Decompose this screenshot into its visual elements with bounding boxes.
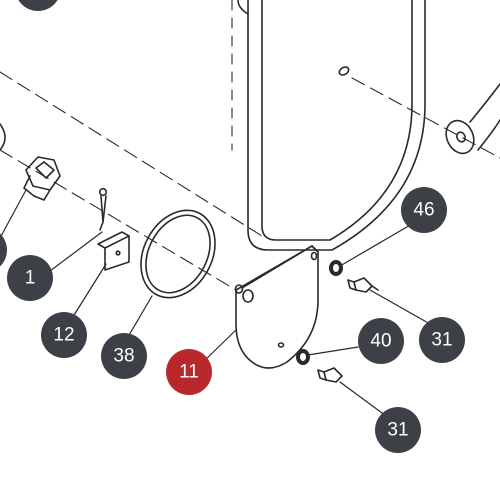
svg-text:31: 31 <box>387 420 408 441</box>
callout-40: 40 <box>358 318 404 364</box>
svg-text:40: 40 <box>370 331 391 352</box>
callout-top <box>18 0 58 11</box>
callout-12: 12 <box>41 312 87 358</box>
callout-31-upper: 31 <box>419 317 465 363</box>
castle-nut <box>23 156 61 201</box>
callout-31-lower: 31 <box>375 407 421 453</box>
svg-text:31: 31 <box>431 330 452 351</box>
callout-1: 1 <box>7 255 53 301</box>
svg-text:1: 1 <box>25 268 36 289</box>
bolt-lower-31 <box>317 367 343 383</box>
washer-40 <box>296 349 310 365</box>
svg-text:46: 46 <box>413 200 434 221</box>
assembly-axis-lines <box>0 0 500 291</box>
o-ring <box>140 209 216 299</box>
cover-plate <box>234 245 319 369</box>
svg-text:12: 12 <box>53 325 74 346</box>
svg-text:11: 11 <box>179 362 199 383</box>
leader-lines <box>0 189 431 417</box>
panel-washer <box>445 83 500 155</box>
callout-38: 38 <box>101 333 147 379</box>
cotter-pin <box>98 187 108 231</box>
partial-bolt <box>0 123 6 151</box>
bolt-upper-31 <box>347 277 379 293</box>
callout-11: 11 <box>166 349 212 395</box>
main-panel <box>237 0 426 251</box>
washer-46 <box>329 260 343 276</box>
callout-left-partial <box>0 233 7 267</box>
svg-text:38: 38 <box>113 346 134 367</box>
callout-46: 46 <box>401 187 447 233</box>
bracket <box>97 231 130 271</box>
